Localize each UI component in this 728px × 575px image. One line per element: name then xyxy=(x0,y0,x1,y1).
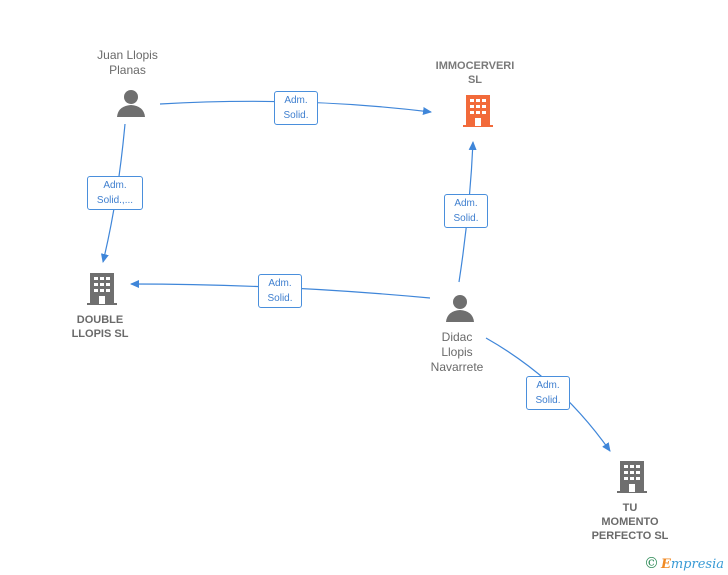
edge-label-didac-double[interactable]: Adm. Solid. xyxy=(258,274,302,308)
brand-logo-e: E xyxy=(660,557,671,572)
node-didac-label: Didac Llopis Navarrete xyxy=(412,330,502,375)
edge-label-didac-tumomento[interactable]: Adm. Solid. xyxy=(526,376,570,410)
node-juan-line1: Juan Llopis xyxy=(97,48,158,62)
node-juan-label: Juan Llopis Planas xyxy=(80,48,175,78)
node-tumomento-label: TU MOMENTO PERFECTO SL xyxy=(575,501,685,543)
copyright-icon: © xyxy=(643,554,659,572)
edge-label-line1: Adm. xyxy=(103,180,127,191)
node-immocerveri-line1: IMMOCERVERI xyxy=(435,60,515,72)
building-icon[interactable] xyxy=(462,94,494,128)
building-icon[interactable] xyxy=(616,460,648,494)
node-tumomento-line1: TU xyxy=(622,502,638,514)
edge-label-line1: Adm. xyxy=(284,95,308,106)
node-didac-line3: Navarrete xyxy=(430,360,484,374)
brand-logo: ©Empresia xyxy=(644,554,724,572)
node-tumomento-line2: MOMENTO xyxy=(601,516,659,528)
edge-label-line2: Solid. xyxy=(535,395,561,406)
edge-label-line1: Adm. xyxy=(454,198,478,209)
node-didac-line2: Llopis xyxy=(441,345,473,359)
node-immocerveri-line2: SL xyxy=(467,74,483,86)
edge-label-juan-immocerveri[interactable]: Adm. Solid. xyxy=(274,91,318,125)
edge-label-line2: Solid. xyxy=(453,213,479,224)
node-immocerveri-label: IMMOCERVERI SL xyxy=(420,59,530,87)
node-double-line2: LLOPIS SL xyxy=(71,328,129,340)
person-icon[interactable] xyxy=(445,293,475,323)
node-tumomento-line3: PERFECTO SL xyxy=(591,530,669,542)
node-juan-line2: Planas xyxy=(109,63,146,77)
building-icon[interactable] xyxy=(86,272,118,306)
edge-label-juan-double[interactable]: Adm. Solid.,... xyxy=(87,176,143,210)
edge-label-didac-immocerveri[interactable]: Adm. Solid. xyxy=(444,194,488,228)
brand-logo-rest: mpresia xyxy=(670,557,724,572)
edge-label-line2: Solid. xyxy=(267,293,293,304)
person-icon[interactable] xyxy=(116,88,146,118)
edge-label-line1: Adm. xyxy=(268,278,292,289)
node-double-line1: DOUBLE xyxy=(76,314,124,326)
node-double-label: DOUBLE LLOPIS SL xyxy=(50,313,150,341)
node-didac-line1: Didac xyxy=(441,330,473,344)
edge-label-line1: Adm. xyxy=(536,380,560,391)
edge-label-line2: Solid. xyxy=(283,110,309,121)
edge-label-line2: Solid.,... xyxy=(96,195,134,206)
